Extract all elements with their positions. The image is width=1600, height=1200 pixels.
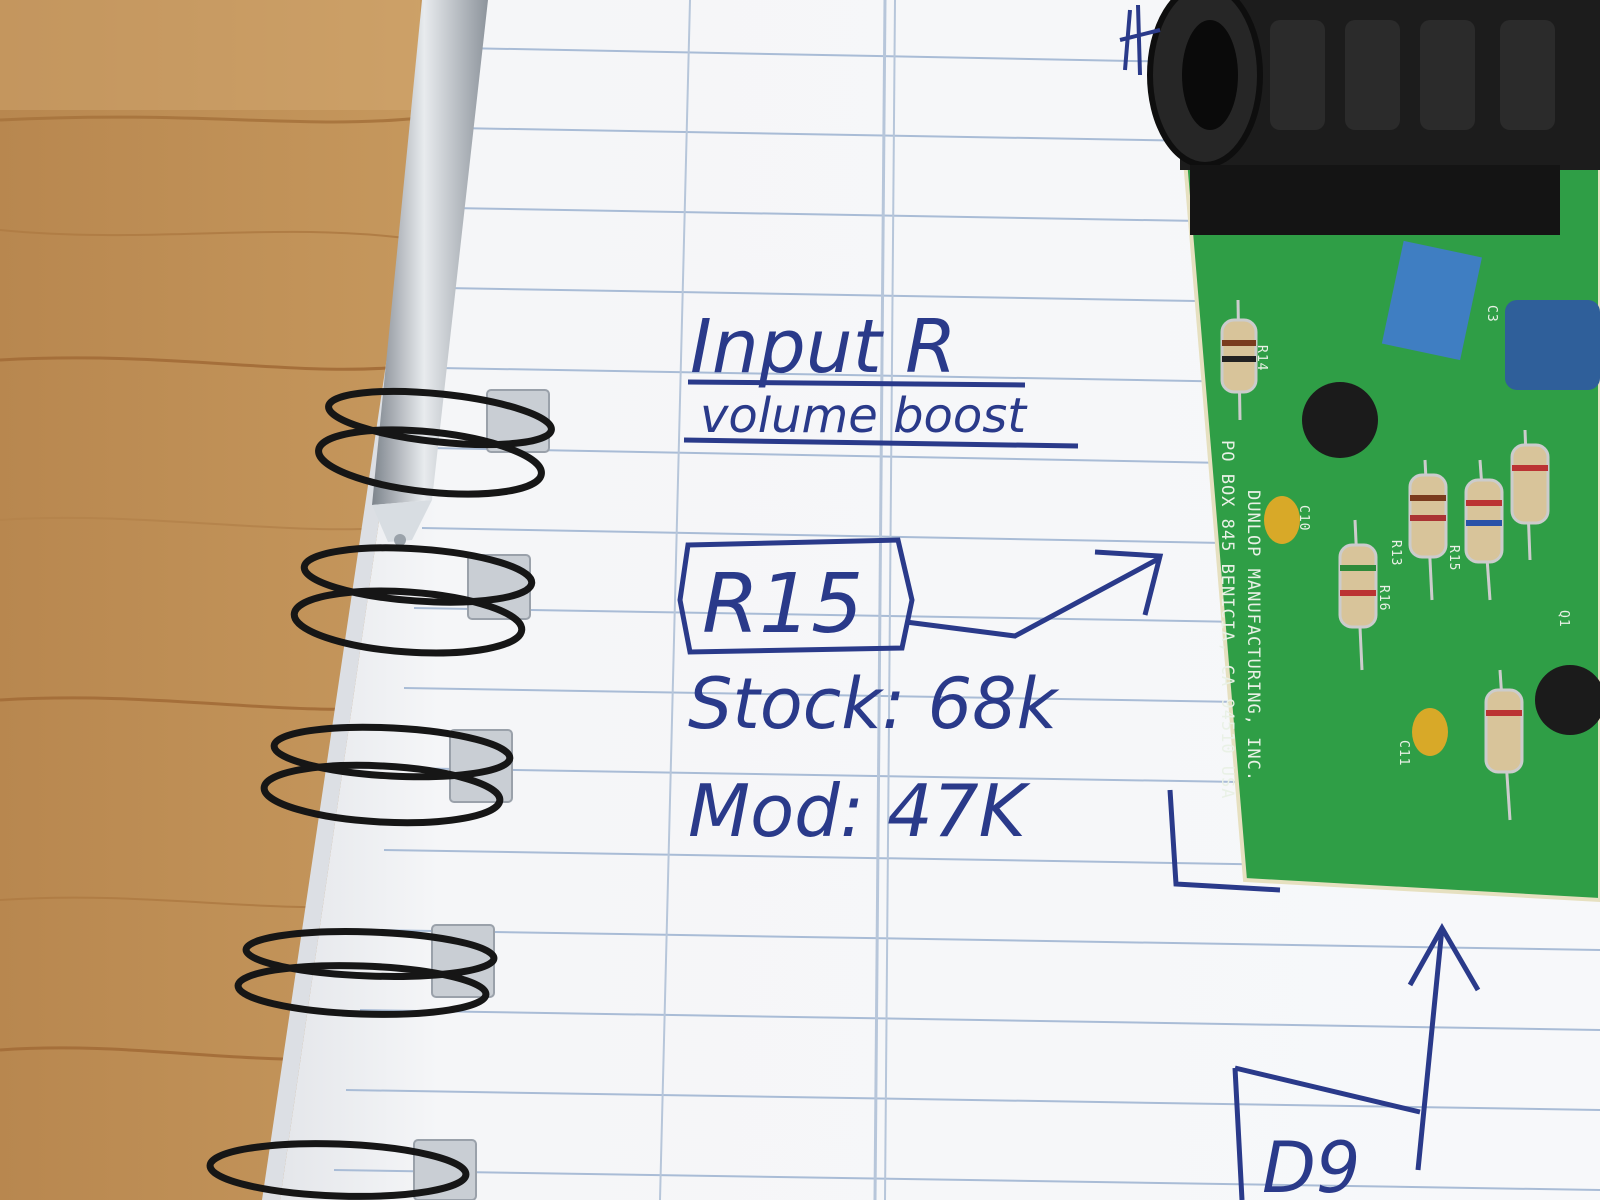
arrow-to-pcb [905,549,1164,639]
pcb-label-q1: Q1 [1556,610,1571,628]
pen [372,0,488,546]
arrow-up [1407,922,1481,1171]
ceramic-capacitor [1264,496,1300,544]
pcb-label-r13: R13 [1388,540,1403,566]
transistor-q [1302,382,1378,458]
pcb-maker-line1: DUNLOP MANUFACTURING, INC. [1243,490,1263,782]
pcb-board: DUNLOP MANUFACTURING, INC. PO BOX 845 BE… [1147,0,1600,903]
margin-line-center [873,0,887,1200]
pcb-label-r15: R15 [1446,545,1461,571]
pcb-label-c10: C10 [1296,505,1311,531]
pcb-maker-line2: PO BOX 845 BENICIA, CA 94510 USA [1217,440,1237,800]
handwritten-notes: Input R volume boost R15 Stock: 68k Mod:… [677,304,1481,1200]
note-bottom-label: D9 [1262,1127,1360,1200]
pcb-label-r16: R16 [1376,585,1391,611]
corner-bracket [1167,789,1281,893]
note-mod-value: Mod: 47K [688,769,1031,853]
note-part-label: R15 [702,557,863,652]
part-box [677,537,915,655]
spiral-coils [206,387,555,1200]
note-title: Input R [690,304,957,390]
pcb-label-c3: C3 [1484,305,1499,323]
pcb-label-c11: C11 [1396,740,1411,766]
margin-line-left [659,0,691,1200]
note-subtitle: volume boost [700,388,1028,444]
film-capacitor [1381,240,1482,361]
audio-jack [1147,0,1600,235]
note-stock-value: Stock: 68k [688,663,1060,745]
d9-box [1232,1065,1421,1200]
pcb-label-r14: R14 [1254,345,1269,371]
ink-scribble-top [1119,4,1161,76]
